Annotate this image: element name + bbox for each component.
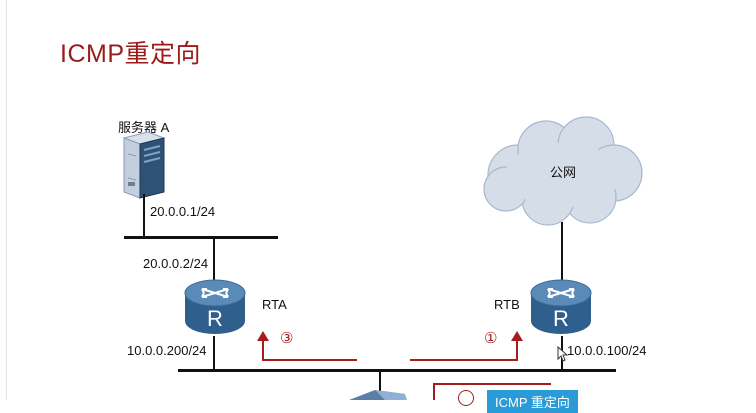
router-icon: R <box>184 279 246 334</box>
rta-downlink <box>213 336 215 370</box>
router-icon: R <box>530 279 592 334</box>
rta-label: RTA <box>262 297 287 312</box>
icmp-redirect-callout: ICMP 重定向 <box>487 390 578 413</box>
server-label: 服务器 A <box>118 120 170 135</box>
page-title: ICMP重定向 <box>60 40 202 68</box>
step1-path <box>410 359 518 361</box>
cursor-icon <box>557 346 569 362</box>
step3-path <box>262 359 357 361</box>
step3-path-up <box>262 340 264 361</box>
server-ip: 20.0.0.1/24 <box>150 204 216 219</box>
svg-text:R: R <box>553 306 569 331</box>
lan-segment-lower <box>178 369 616 372</box>
lan-segment-upper <box>124 236 278 239</box>
rta-uplink <box>213 238 215 280</box>
step1-number: ① <box>484 330 498 347</box>
rtb-label: RTB <box>494 297 520 312</box>
cloud-label: 公网 <box>550 165 577 180</box>
step1-path-up <box>516 340 518 361</box>
rta-top-ip: 20.0.0.2/24 <box>143 256 209 271</box>
server-icon <box>122 132 166 199</box>
server-link <box>143 194 145 237</box>
step2-path-down <box>433 383 435 400</box>
client-link <box>379 371 381 400</box>
step2-marker <box>458 390 474 406</box>
cloud-icon <box>483 116 643 226</box>
rtb-uplink <box>561 222 563 282</box>
step3-number: ③ <box>280 330 294 347</box>
pc-icon <box>349 390 407 400</box>
step1-arrowhead <box>511 331 523 341</box>
step3-arrowhead <box>257 331 269 341</box>
rtb-bottom-ip: 10.0.0.100/24 <box>567 343 647 358</box>
page-left-border <box>6 0 7 400</box>
svg-text:R: R <box>207 306 223 331</box>
step2-path <box>433 383 551 385</box>
rta-bottom-ip: 10.0.0.200/24 <box>127 343 207 358</box>
